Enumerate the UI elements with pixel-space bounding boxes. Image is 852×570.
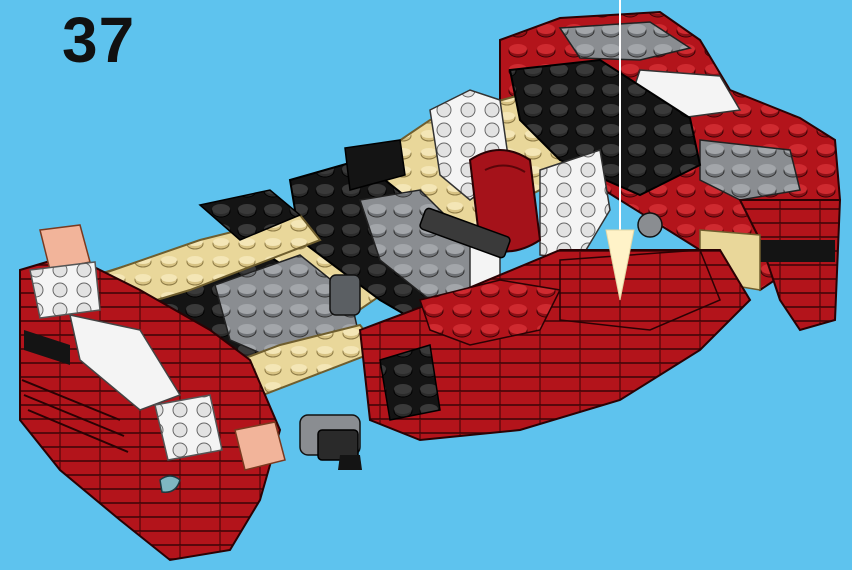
instruction-page: 37 (0, 0, 852, 570)
lego-model-illustration (0, 0, 852, 570)
